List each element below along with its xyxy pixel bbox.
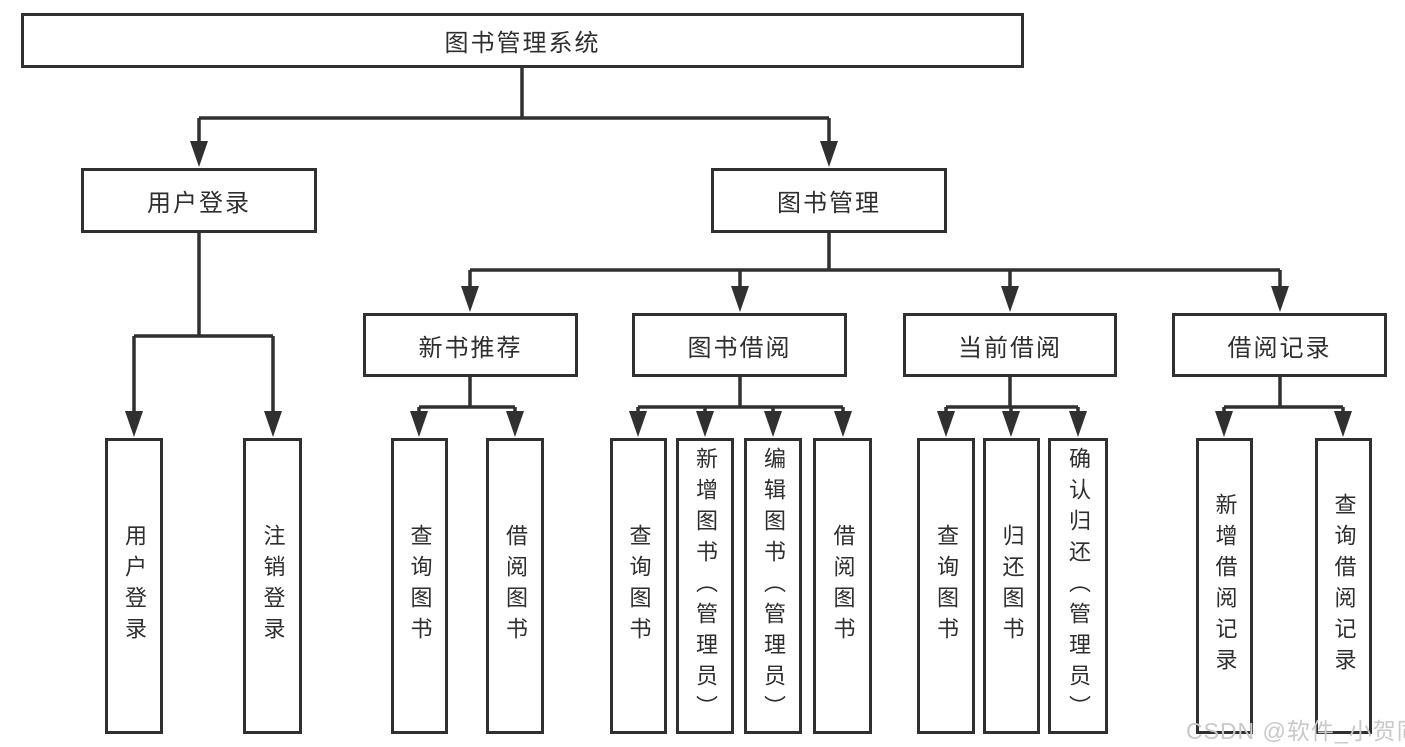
arrow-down-icon — [264, 411, 282, 437]
connector-book-mgmt — [468, 233, 1282, 291]
arrow-down-icon — [1215, 411, 1233, 437]
arrow-down-icon — [1002, 411, 1020, 437]
leaf-user-login: 用户登录 — [105, 438, 163, 734]
node-label: 图书管理 — [777, 190, 881, 217]
leaf-label: 确认归还（管理员） — [1066, 446, 1091, 726]
leaf-label: 新增图书（管理员） — [693, 446, 718, 726]
node-label: 借阅记录 — [1227, 334, 1332, 362]
leaf-logout: 注销登录 — [243, 438, 302, 734]
node-label: 图书管理系统 — [444, 30, 601, 57]
arrow-down-icon — [1334, 411, 1352, 437]
arrow-down-icon — [937, 411, 955, 437]
connector-root-to-level2 — [197, 68, 831, 146]
leaf-add-borrowing-record: 新增借阅记录 — [1196, 438, 1253, 734]
leaf-borrow-books: 借阅图书 — [813, 438, 872, 734]
arrow-down-icon — [629, 411, 647, 437]
leaf-label: 新增借阅记录 — [1212, 493, 1238, 679]
connector-user-login — [132, 233, 275, 416]
node-label: 当前借阅 — [958, 334, 1062, 362]
leaf-label: 借阅图书 — [830, 524, 856, 648]
arrow-down-icon — [731, 286, 749, 312]
leaf-label: 归还图书 — [999, 524, 1025, 648]
leaf-confirm-return-admin: 确认归还（管理员） — [1048, 438, 1108, 734]
leaf-label: 查询借阅记录 — [1331, 493, 1357, 679]
leaf-return-books: 归还图书 — [983, 438, 1040, 734]
node-library-management-system: 图书管理系统 — [21, 13, 1024, 68]
node-borrowing-records: 借阅记录 — [1172, 313, 1387, 377]
connector-borrow-record — [1222, 377, 1345, 418]
node-label: 图书借阅 — [687, 334, 792, 362]
leaf-query-books-recommend: 查询图书 — [391, 438, 448, 734]
csdn-watermark: CSDN @软件_小贺同学 — [1186, 718, 1405, 744]
arrow-down-icon — [834, 411, 852, 437]
leaf-query-borrowing-record: 查询借阅记录 — [1315, 438, 1372, 734]
leaf-label: 用户登录 — [122, 524, 147, 648]
node-user-login: 用户登录 — [81, 168, 317, 233]
leaf-query-books-borrowing: 查询图书 — [610, 438, 667, 734]
leaf-label: 借阅图书 — [503, 524, 528, 648]
leaf-label: 注销登录 — [260, 524, 286, 648]
leaf-add-books-admin: 新增图书（管理员） — [676, 438, 734, 734]
arrow-down-icon — [125, 411, 143, 437]
leaf-label: 查询图书 — [626, 524, 652, 648]
connector-new-book — [417, 377, 517, 418]
arrow-down-icon — [461, 286, 479, 312]
node-new-book-recommendation: 新书推荐 — [363, 313, 578, 377]
leaf-query-books-current: 查询图书 — [917, 438, 975, 734]
arrow-down-icon — [410, 411, 428, 437]
leaf-label: 查询图书 — [934, 524, 959, 648]
leaf-label: 查询图书 — [407, 524, 433, 648]
leaf-borrow-books-recommend: 借阅图书 — [486, 438, 544, 734]
connector-book-borrow — [636, 377, 845, 418]
leaf-edit-books-admin: 编辑图书（管理员） — [744, 438, 802, 734]
leaf-label: 编辑图书（管理员） — [761, 446, 786, 726]
node-label: 新书推荐 — [418, 334, 523, 362]
arrow-down-icon — [820, 141, 838, 167]
node-current-borrowing: 当前借阅 — [903, 313, 1117, 377]
node-book-management: 图书管理 — [711, 168, 947, 233]
arrow-down-icon — [1271, 286, 1289, 312]
arrow-down-icon — [190, 141, 208, 167]
arrow-down-icon — [1069, 411, 1087, 437]
arrow-down-icon — [506, 411, 524, 437]
arrow-down-icon — [1001, 286, 1019, 312]
arrow-down-icon — [764, 411, 782, 437]
node-label: 用户登录 — [147, 190, 251, 217]
node-book-borrowing: 图书借阅 — [632, 313, 847, 377]
arrow-down-icon — [696, 411, 714, 437]
